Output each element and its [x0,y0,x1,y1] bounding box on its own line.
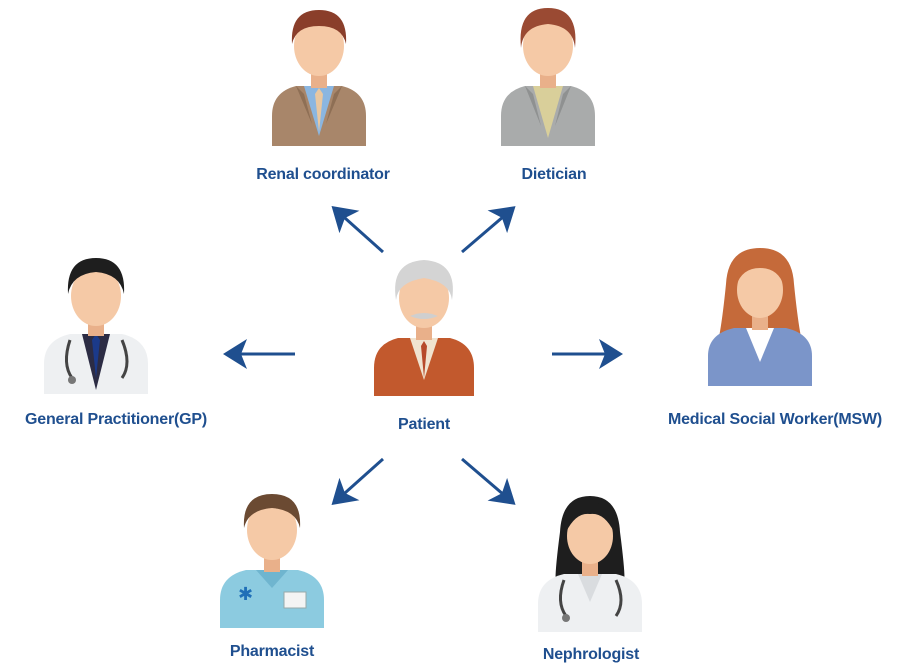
female-doctor-icon [538,496,642,632]
arrow-to-dietician [461,206,516,254]
label-pharmacist: Pharmacist [229,643,315,660]
label-gp: General Practitioner(GP) [25,411,207,428]
svg-text:✱: ✱ [238,584,253,605]
woman-professional-icon [708,248,812,386]
pharmacist-icon: ✱ [220,494,324,628]
arrow-to-pharmacist [331,457,384,505]
label-dietician: Dietician [521,166,587,183]
businessman-icon [272,10,366,146]
professional-man-icon [501,8,595,146]
arrow-to-nephrologist [461,457,516,505]
label-nephrologist: Nephrologist [542,646,640,663]
doctor-stethoscope-icon [44,258,148,394]
label-patient: Patient [398,416,450,433]
label-msw: Medical Social Worker(MSW) [667,411,883,428]
elderly-patient-icon [374,260,474,396]
arrow-to-renal-coordinator [331,206,384,254]
label-renal-coordinator: Renal coordinator [256,166,390,183]
